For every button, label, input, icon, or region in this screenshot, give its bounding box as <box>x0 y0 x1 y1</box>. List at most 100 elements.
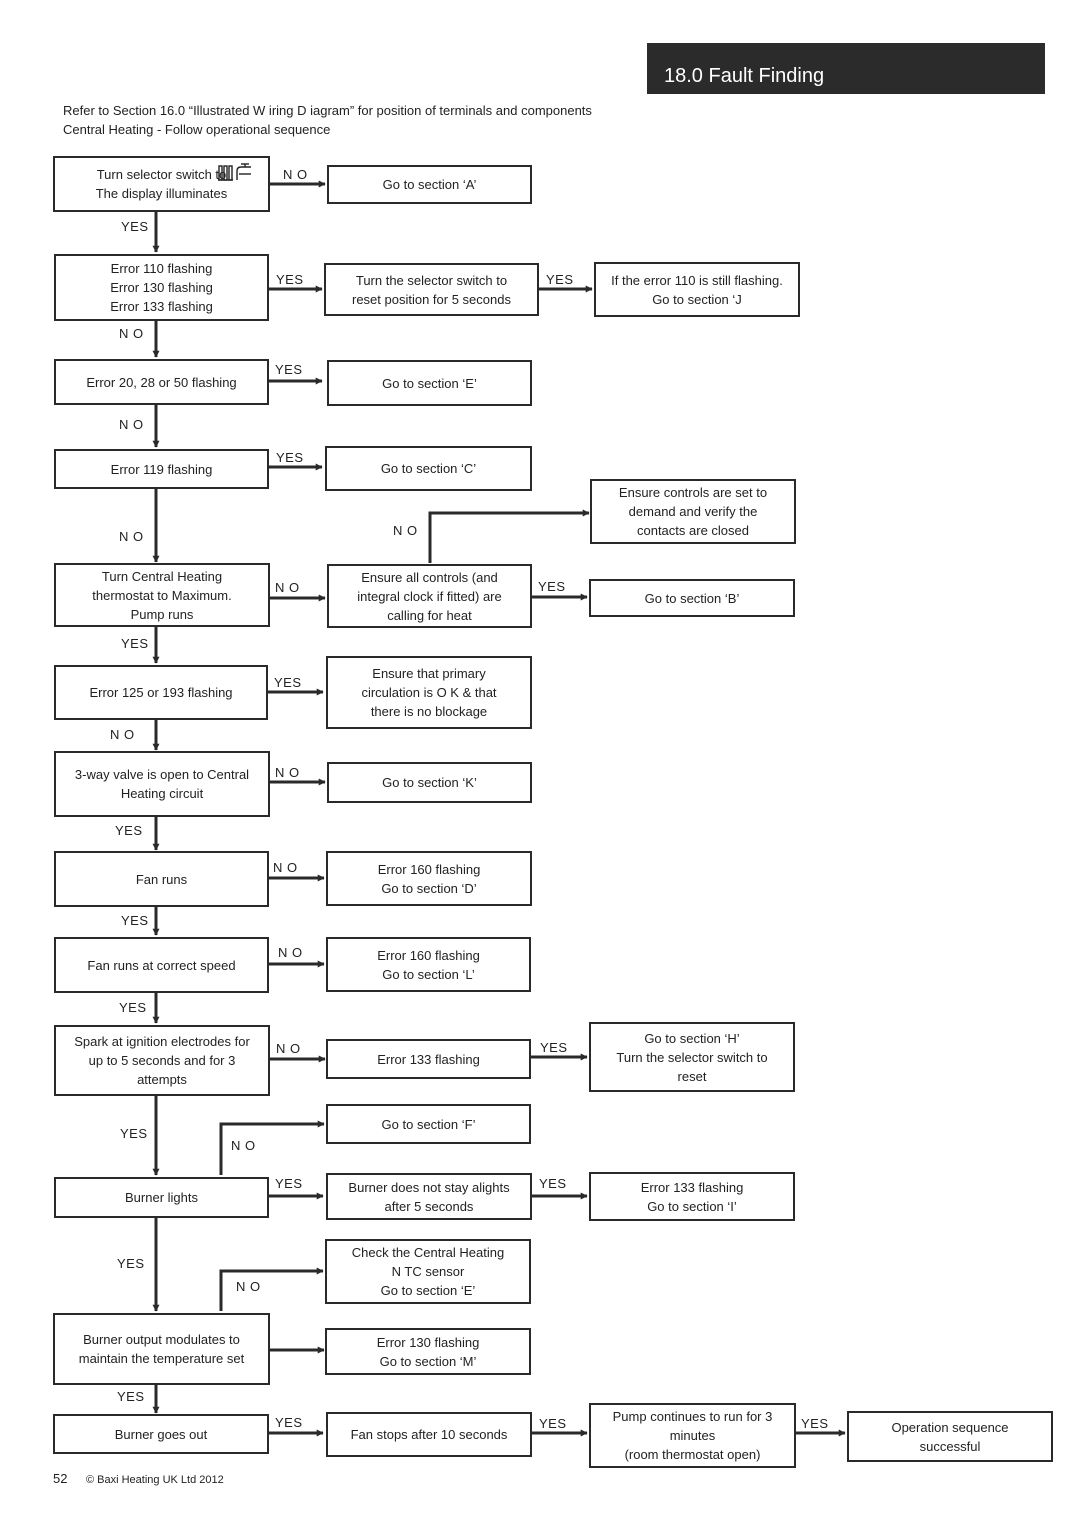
label-yes: YES <box>546 272 574 287</box>
flow-node-text: Fan runs <box>135 871 188 887</box>
flow-node-text: Go to section ‘A’ <box>382 177 477 192</box>
flow-node-controls-calling-heat: Ensure all controls (and integral clock … <box>327 564 532 628</box>
flow-node-fan-runs: Fan runs <box>54 851 269 907</box>
flow-node-go-section-k: Go to section ‘K’ <box>327 762 532 803</box>
flow-node-text: Error 130 flashing Go to section ‘M’ <box>376 1334 480 1369</box>
flow-node-text: Spark at ignition electrodes for up to 5… <box>74 1034 250 1087</box>
flow-node-text: Burner does not stay alights after 5 sec… <box>348 1179 510 1214</box>
section-header: 18.0 Fault Finding <box>647 43 1045 94</box>
flow-node-primary-circulation: Ensure that primary circulation is O K &… <box>326 656 532 729</box>
arrow-b12-b10 <box>428 509 590 563</box>
flow-node-text: Burner lights <box>125 1190 198 1205</box>
flow-node-check-ntc-sensor: Check the Central Heating N TC sensor Go… <box>325 1239 531 1304</box>
label-yes: YES <box>121 913 149 928</box>
intro-line-1: Refer to Section 16.0 “Illustrated W iri… <box>63 103 592 118</box>
label-yes: YES <box>121 636 149 651</box>
flow-node-text: Error 133 flashing <box>377 1051 480 1067</box>
label-no: N O <box>110 727 135 742</box>
label-yes: YES <box>539 1416 567 1431</box>
label-no: N O <box>119 529 144 544</box>
flow-node-text: Operation sequence successful <box>891 1419 1009 1454</box>
flow-node-operation-successful: Operation sequence successful <box>847 1411 1053 1462</box>
flow-node-ch-thermostat-max: Turn Central Heating thermostat to Maxim… <box>54 563 270 627</box>
label-yes: YES <box>115 823 143 838</box>
flow-node-text: Error 160 flashing Go to section ‘L’ <box>377 947 480 982</box>
flow-node-go-section-a: Go to section ‘A’ <box>327 165 532 204</box>
flow-node-text: Fan stops after 10 seconds <box>350 1427 508 1442</box>
label-yes: YES <box>117 1389 145 1404</box>
arrow-branch-b25 <box>219 1120 325 1175</box>
flow-node-text: 3-way valve is open to Central Heating c… <box>74 767 250 801</box>
intro-line-2: Central Heating - Follow operational seq… <box>63 122 331 137</box>
label-no: N O <box>393 523 418 538</box>
flow-node-text: Ensure that primary circulation is O K &… <box>361 666 497 719</box>
flow-node-text: Ensure controls are set to demand and ve… <box>618 485 768 538</box>
flow-node-pump-continues: Pump continues to run for 3 minutes (roo… <box>589 1403 796 1468</box>
flow-node-text: Turn Central Heating thermostat to Maxim… <box>92 568 232 622</box>
flow-node-burner-not-stay-alight: Burner does not stay alights after 5 sec… <box>326 1173 532 1220</box>
label-yes: YES <box>275 362 303 377</box>
flow-node-go-section-c: Go to section ‘C’ <box>325 446 532 491</box>
flow-node-burner-lights: Burner lights <box>54 1177 269 1218</box>
label-no: N O <box>119 326 144 341</box>
flow-node-text: Error 119 flashing <box>110 461 213 477</box>
flow-node-text: Pump continues to run for 3 minutes (roo… <box>612 1409 773 1462</box>
flow-node-3-way-valve: 3-way valve is open to Central Heating c… <box>54 751 270 817</box>
flow-node-error-160-section-d: Error 160 flashing Go to section ‘D’ <box>326 851 532 906</box>
flow-node-go-section-b: Go to section ‘B’ <box>589 579 795 617</box>
flow-node-error-133-section-i: Error 133 flashing Go to section ‘I’ <box>589 1172 795 1221</box>
label-yes: YES <box>538 579 566 594</box>
label-yes: YES <box>801 1416 829 1431</box>
flow-node-text: Go to section ‘K’ <box>382 775 477 790</box>
flow-node-go-section-f: Go to section ‘F’ <box>326 1104 531 1144</box>
flow-node-error-110-130-133: Error 110 flashing Error 130 flashing Er… <box>54 254 269 321</box>
flow-node-go-section-e: Go to section ‘E’ <box>327 360 532 406</box>
flow-node-text: Fan runs at correct speed <box>87 957 236 973</box>
flow-node-text: Turn the selector switch to reset positi… <box>352 272 511 307</box>
flow-node-error-119: Error 119 flashing <box>54 449 269 489</box>
flow-node-text: Check the Central Heating N TC sensor Go… <box>351 1245 505 1298</box>
flow-node-selector-switch: Turn selector switch to The display illu… <box>53 156 270 212</box>
flow-node-fan-correct-speed: Fan runs at correct speed <box>54 937 269 993</box>
label-yes: YES <box>121 219 149 234</box>
flow-node-error-133: Error 133 flashing <box>326 1039 531 1079</box>
arrow-branch-b29 <box>219 1267 324 1311</box>
label-yes: YES <box>119 1000 147 1015</box>
label-yes: YES <box>274 675 302 690</box>
label-yes: YES <box>275 1176 303 1191</box>
flow-node-text: Error 110 flashing Error 130 flashing Er… <box>110 261 213 314</box>
label-no: N O <box>273 860 298 875</box>
label-no: N O <box>231 1138 256 1153</box>
flow-node-burner-goes-out: Burner goes out <box>53 1414 269 1454</box>
flow-node-error-160-section-l: Error 160 flashing Go to section ‘L’ <box>326 937 531 992</box>
label-no: N O <box>119 417 144 432</box>
flow-node-fan-stops: Fan stops after 10 seconds <box>326 1412 532 1457</box>
flow-node-text: Go to section ‘C’ <box>380 461 477 476</box>
flow-node-text: Error 160 flashing Go to section ‘D’ <box>377 861 481 896</box>
label-no: N O <box>236 1279 261 1294</box>
flow-node-error-20-28-50: Error 20, 28 or 50 flashing <box>54 359 269 405</box>
flow-node-text: Turn selector switch to The display illu… <box>95 167 228 201</box>
flow-node-text: Go to section ‘F’ <box>381 1116 476 1132</box>
label-yes: YES <box>276 272 304 287</box>
page-number: 52 <box>53 1471 68 1486</box>
flow-node-text: Burner goes out <box>114 1426 208 1442</box>
label-yes: YES <box>276 450 304 465</box>
label-yes: YES <box>540 1040 568 1055</box>
label-no: N O <box>275 580 300 595</box>
flow-node-text: Ensure all controls (and integral clock … <box>357 569 502 623</box>
label-yes: YES <box>275 1415 303 1430</box>
flow-node-error-130-section-m: Error 130 flashing Go to section ‘M’ <box>325 1328 531 1375</box>
flow-node-reset-selector: Turn the selector switch to reset positi… <box>324 263 539 316</box>
flow-node-text: Go to section ‘H’ Turn the selector swit… <box>616 1030 768 1084</box>
label-no: N O <box>278 945 303 960</box>
flow-node-go-section-j: If the error 110 is still flashing. Go t… <box>594 262 800 317</box>
flow-node-text: Error 125 or 193 flashing <box>89 685 233 700</box>
flow-node-text: Error 20, 28 or 50 flashing <box>86 374 237 390</box>
section-title: 18.0 Fault Finding <box>664 65 825 87</box>
radiator-tap-icon <box>218 163 251 181</box>
label-no: N O <box>283 167 308 182</box>
flow-node-text: Error 133 flashing Go to section ‘I’ <box>640 1179 744 1214</box>
flow-node-burner-modulates: Burner output modulates to maintain the … <box>53 1313 270 1385</box>
